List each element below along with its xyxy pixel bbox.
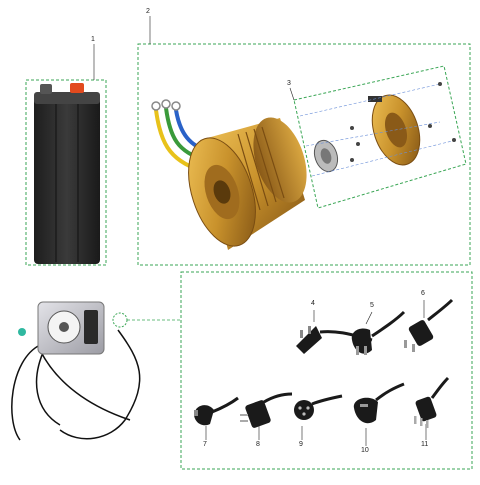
- power-plug-icon: [194, 396, 239, 426]
- callout-8: 8: [256, 441, 260, 448]
- screws-icon: [299, 82, 457, 177]
- power-plug-icon: [404, 298, 454, 352]
- bearing-disc-icon: [313, 139, 339, 173]
- motor-frame: [137, 43, 471, 266]
- hub-motor-icon: [151, 99, 307, 250]
- battery-frame: [25, 79, 107, 266]
- callout-7: 7: [203, 441, 207, 448]
- plugs-frame: [180, 271, 473, 470]
- callout-11: 11: [421, 441, 429, 448]
- callout-5: 5: [370, 302, 374, 309]
- power-plug-icon: [240, 392, 293, 428]
- callout-4: 4: [311, 300, 315, 307]
- callout-2: 2: [146, 8, 150, 15]
- power-plug-icon: [353, 382, 405, 424]
- power-plug-icon: [294, 394, 343, 420]
- callout-1: 1: [91, 36, 95, 43]
- callout-9: 9: [299, 441, 303, 448]
- power-plug-icon: [414, 376, 450, 428]
- power-plug-icon: [351, 310, 406, 355]
- controller-charger-icon: [11, 301, 141, 441]
- callout-3: 3: [287, 80, 291, 87]
- callout-6: 6: [421, 290, 425, 297]
- battery-icon: [34, 83, 100, 264]
- cover-subassembly-frame: [293, 65, 467, 209]
- callout-10: 10: [361, 447, 369, 454]
